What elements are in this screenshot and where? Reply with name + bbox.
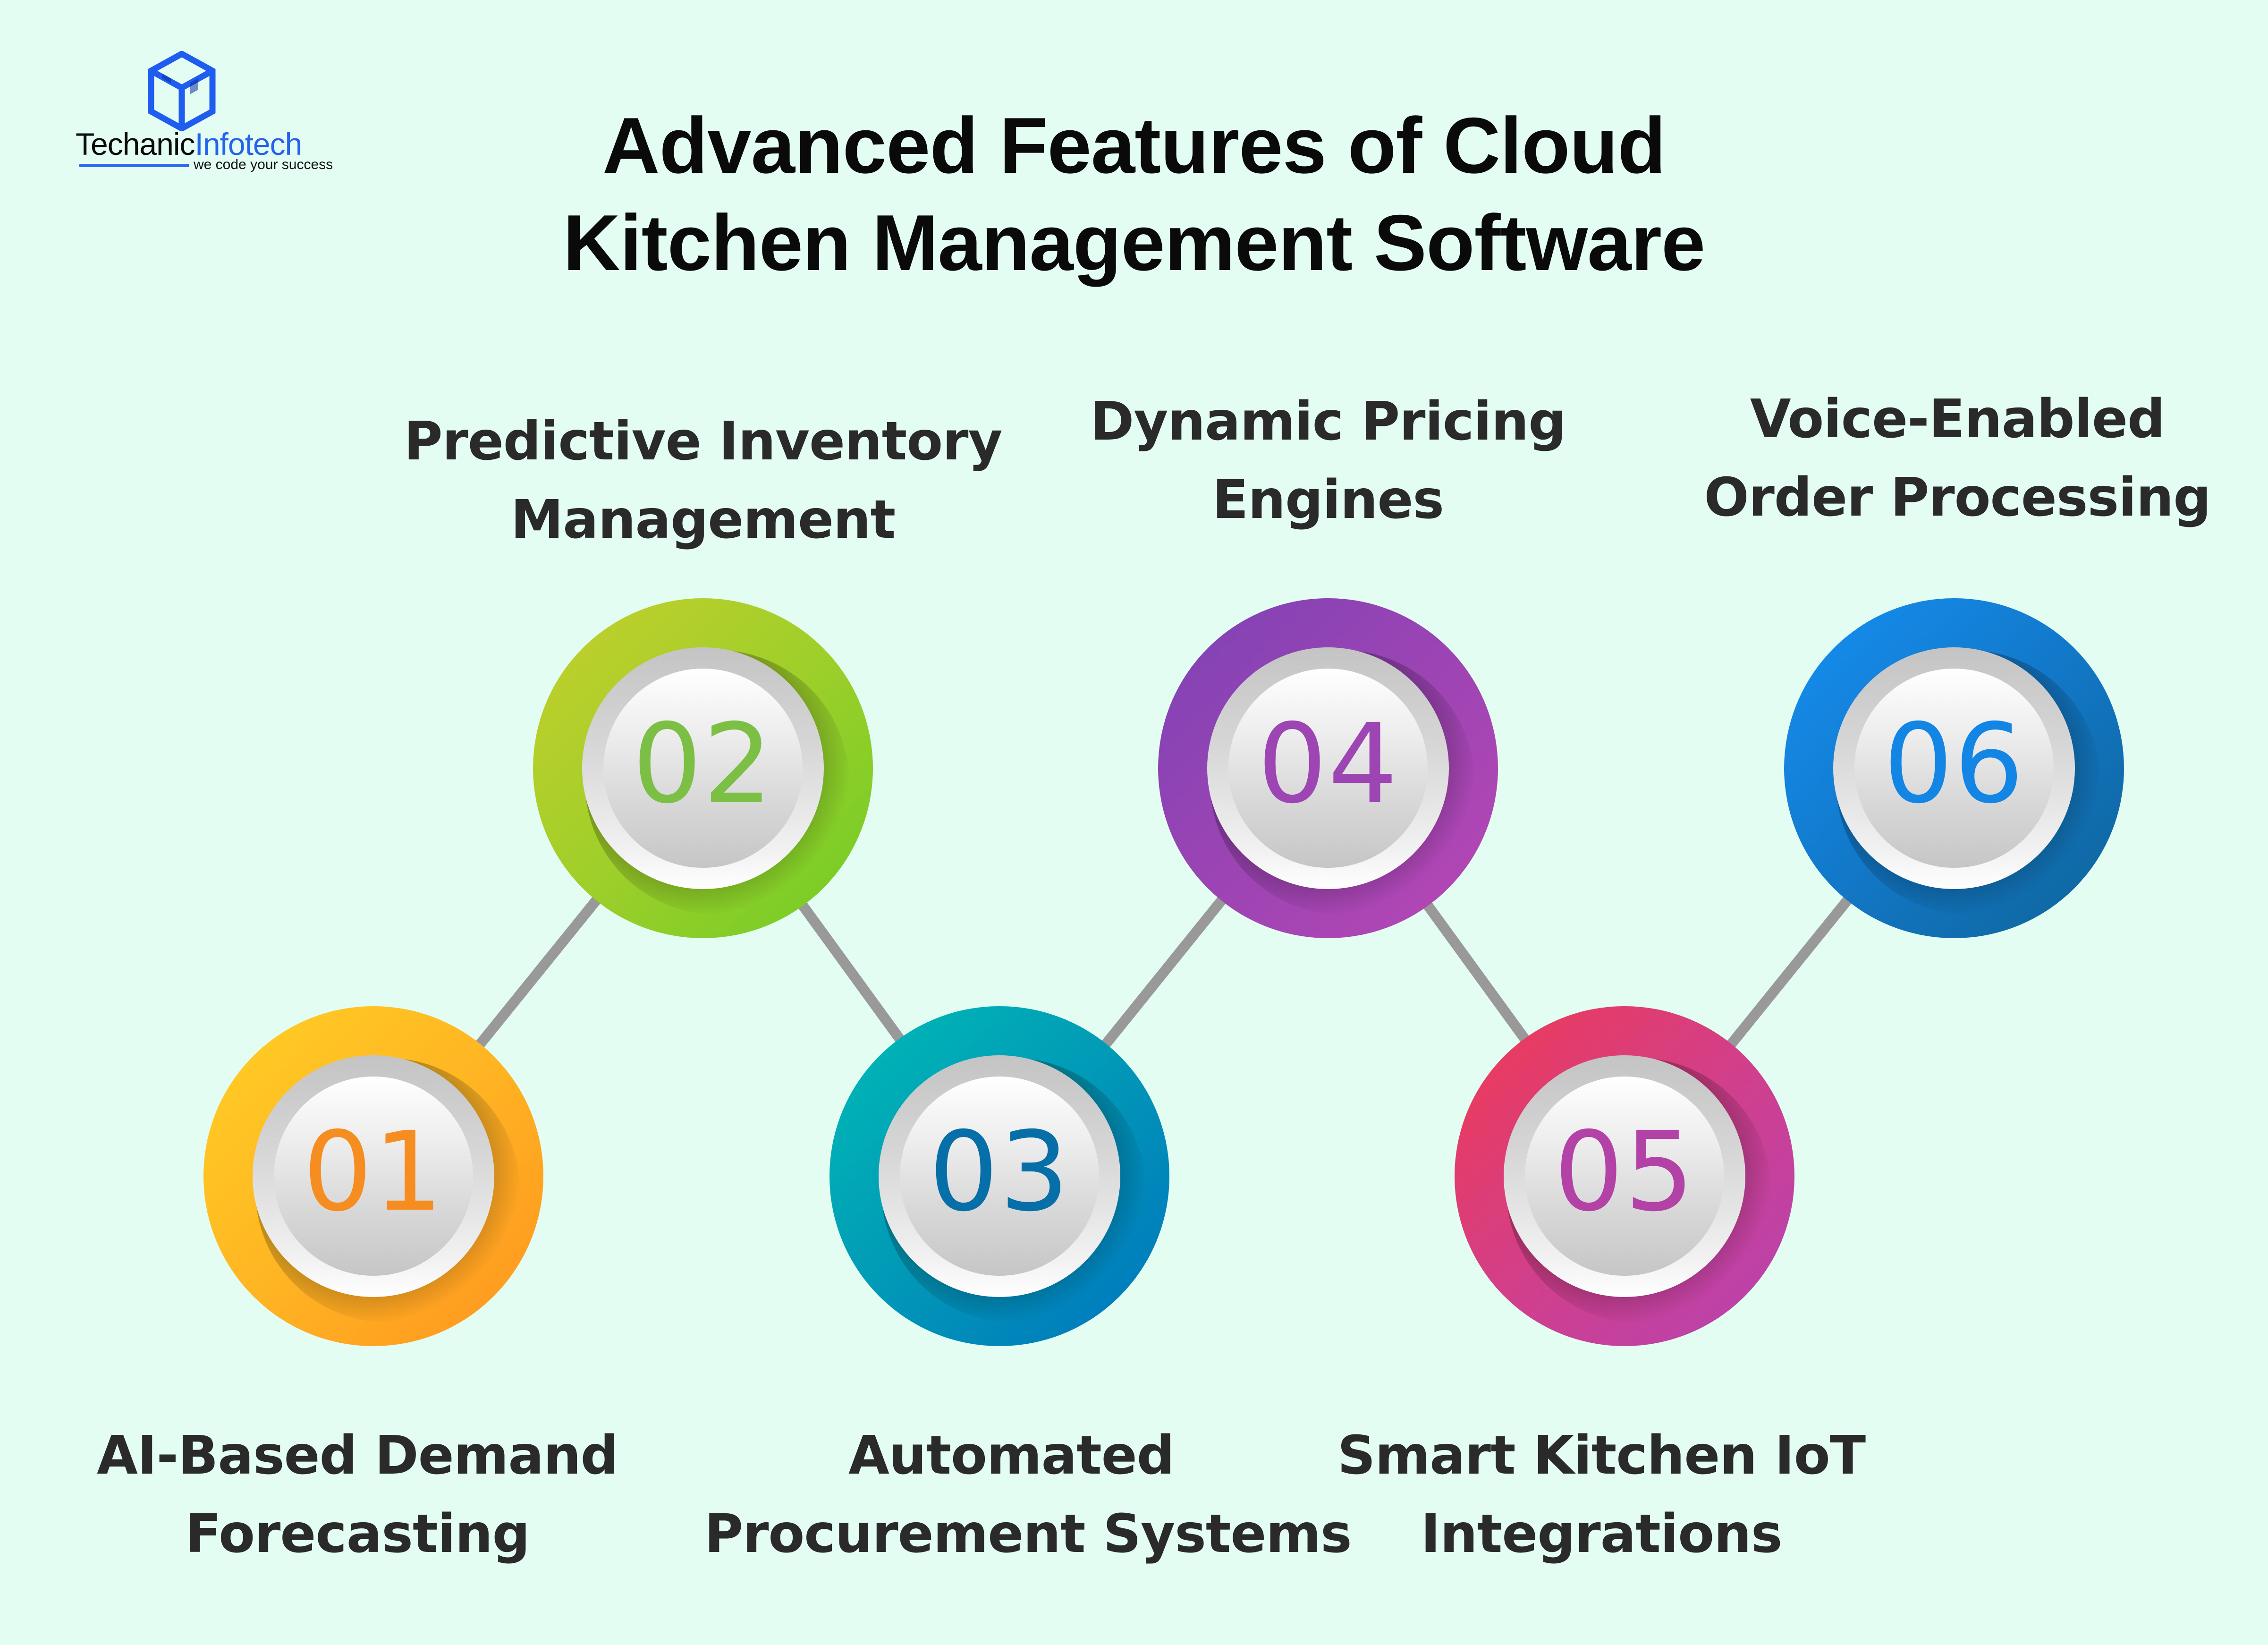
title-line-2: Kitchen Management Software — [563, 198, 1706, 287]
page-title: Advanced Features of Cloud Kitchen Manag… — [0, 97, 2268, 291]
feature-number: 01 — [303, 1108, 444, 1236]
feature-number: 05 — [1554, 1108, 1695, 1236]
feature-number: 06 — [1883, 700, 2025, 828]
feature-number: 04 — [1257, 700, 1399, 828]
company-logo: TechanicInfotech we code your success — [71, 47, 333, 179]
feature-node-05: 05 — [1455, 1006, 1794, 1346]
feature-node-04: 04 — [1158, 598, 1498, 938]
cube-logo-icon — [148, 51, 216, 131]
feature-node-03: 03 — [829, 1006, 1169, 1346]
company-name-part1: Techanic — [76, 127, 195, 161]
title-line-1: Advanced Features of Cloud — [602, 101, 1666, 190]
company-name: TechanicInfotech — [76, 127, 302, 161]
feature-node-06: 06 — [1784, 598, 2124, 938]
logo-underline — [79, 164, 189, 167]
feature-number: 02 — [632, 700, 774, 828]
feature-label-03: Automated Procurement Systems — [704, 1425, 1352, 1565]
feature-label-05: Smart Kitchen IoT Integrations — [1337, 1425, 1866, 1565]
number-disc: 05 — [1525, 1077, 1724, 1276]
feature-label-04: Dynamic Pricing Engines — [1090, 391, 1566, 531]
number-disc: 01 — [274, 1077, 473, 1276]
company-name-part2: Infotech — [195, 127, 303, 161]
number-disc: 04 — [1228, 669, 1428, 868]
feature-node-01: 01 — [203, 1006, 543, 1346]
number-disc: 02 — [603, 669, 803, 868]
feature-node-02: 02 — [533, 598, 873, 938]
feature-label-01: AI-Based Demand Forecasting — [97, 1425, 618, 1565]
feature-label-06: Voice-Enabled Order Processing — [1704, 389, 2211, 528]
feature-number: 03 — [929, 1108, 1070, 1236]
feature-label-02: Predictive Inventory Management — [404, 411, 1003, 551]
company-tagline: we code your success — [194, 157, 333, 172]
number-disc: 06 — [1854, 669, 2054, 868]
number-disc: 03 — [900, 1077, 1099, 1276]
